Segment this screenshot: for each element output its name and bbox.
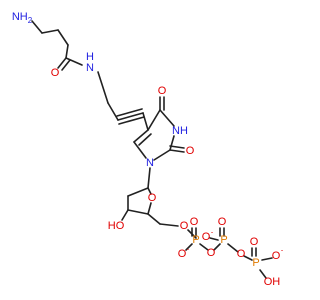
bond-p3-oh bbox=[259, 269, 267, 279]
bond-ch2-alkyne bbox=[107, 102, 119, 121]
label-p2-o-left: O bbox=[202, 231, 211, 243]
bond-c4p-c5p bbox=[147, 213, 161, 225]
label-bridge-o1: O bbox=[207, 247, 216, 259]
bond-bridge-p3 bbox=[243, 255, 253, 261]
label-bridge-o2: O bbox=[237, 248, 246, 260]
label-ring-n: N bbox=[146, 157, 154, 169]
bond-c3p-oh bbox=[121, 209, 129, 221]
bond-p2-oleft bbox=[209, 237, 219, 241]
bond-bridge-p2 bbox=[213, 243, 221, 251]
bond-n-ch2 bbox=[97, 71, 109, 104]
atom-labels: NH2 O H N O NH O N O HO O O P O - O O O … bbox=[12, 11, 284, 288]
label-p1: P bbox=[192, 234, 199, 246]
label-ring-o-right: O bbox=[186, 145, 195, 157]
bond-p3-oright bbox=[261, 257, 273, 261]
label-p2-o-top: O bbox=[218, 216, 227, 228]
bond-c4-n3 bbox=[159, 109, 175, 127]
label-sugar-o: O bbox=[148, 192, 157, 204]
bond-c2-c3 bbox=[57, 29, 69, 46]
label-p1-o-bottom: O bbox=[178, 248, 187, 260]
bond-c6-c5 bbox=[133, 129, 149, 143]
bond-c4-o-2 bbox=[61, 59, 71, 71]
label-p2: P bbox=[220, 234, 227, 246]
bond-p1-bridge bbox=[199, 243, 209, 251]
structure-canvas: NH2 O H N O NH O N O HO O O P O - O O O … bbox=[12, 11, 284, 288]
bond-c4-o-1 bbox=[57, 57, 67, 69]
bond-c6-c5-dbl bbox=[138, 133, 152, 146]
bond-alkyne-c5 bbox=[142, 112, 149, 131]
bond-triple-3 bbox=[118, 116, 145, 125]
bond-nh2-c1 bbox=[31, 20, 43, 34]
label-amide-h: H bbox=[86, 51, 94, 63]
bond-c5-c4 bbox=[147, 109, 161, 131]
charge-p3-o: - bbox=[281, 248, 284, 255]
label-ester-o: O bbox=[180, 220, 189, 232]
bond-c2-n1 bbox=[153, 149, 171, 161]
molecule-diagram: NH2 O H N O NH O N O HO O O P O - O O O … bbox=[12, 11, 284, 288]
bond-p2-bridge bbox=[227, 243, 239, 253]
bond-n3-c2 bbox=[169, 135, 175, 151]
label-amide-o: O bbox=[51, 67, 60, 79]
label-ring-nh: NH bbox=[172, 125, 188, 137]
bond-c4-n bbox=[65, 57, 83, 66]
bond-c1-c2 bbox=[41, 29, 59, 34]
bond-n1-c1p bbox=[147, 167, 151, 189]
bond-triple-1 bbox=[117, 112, 144, 121]
label-p3-o-right: O bbox=[272, 250, 281, 262]
label-p1-o-top: O bbox=[190, 216, 199, 228]
bond-n1-c6 bbox=[133, 141, 147, 159]
bond-c5p-o bbox=[159, 223, 179, 227]
bond-c3p-c4p bbox=[127, 209, 149, 215]
bond-c2-o bbox=[169, 149, 185, 153]
label-p3: P bbox=[252, 257, 259, 269]
charge-p1-o: - bbox=[187, 247, 190, 254]
bond-p1-obottom bbox=[185, 243, 193, 251]
bond-o4-c1p bbox=[147, 187, 152, 195]
bond-c4p-o4 bbox=[147, 202, 152, 215]
bond-triple-2 bbox=[116, 108, 143, 117]
label-amide-n: N bbox=[86, 62, 94, 74]
charge-p2-o: - bbox=[211, 230, 214, 237]
bonds bbox=[31, 20, 273, 279]
label-p3-oh: OH bbox=[264, 276, 281, 288]
label-p3-o-top: O bbox=[250, 236, 259, 248]
bond-c1p-c2p bbox=[127, 187, 149, 197]
label-ring-o-top: O bbox=[158, 85, 167, 97]
label-nh2: NH2 bbox=[12, 11, 33, 25]
bond-c3-c4 bbox=[65, 44, 69, 59]
label-ho: HO bbox=[108, 220, 125, 232]
bond-c2-o-dbl bbox=[169, 145, 185, 149]
